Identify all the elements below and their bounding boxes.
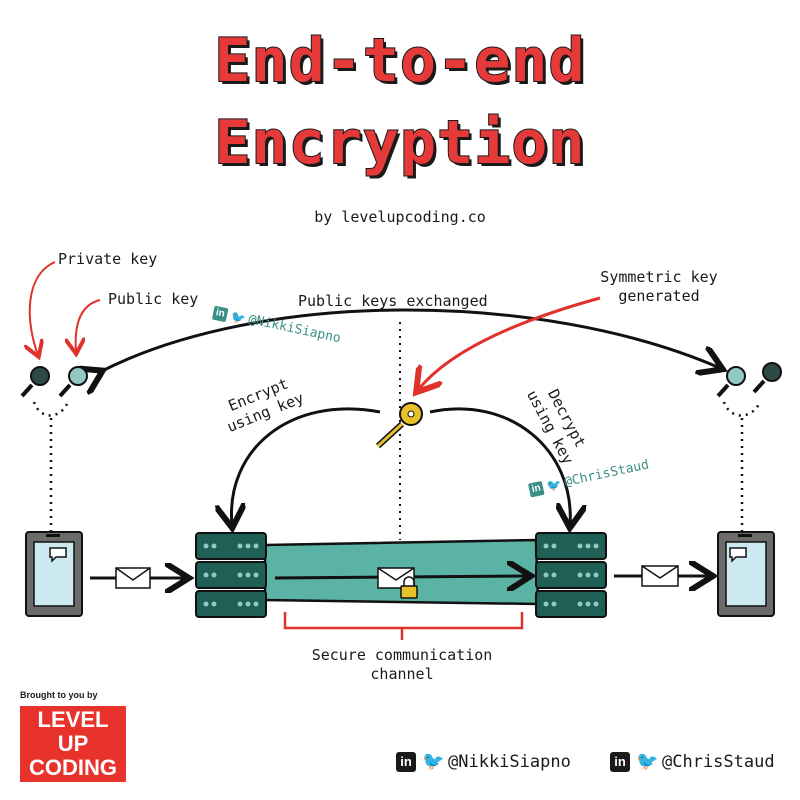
title-line-1: End-to-end	[213, 25, 586, 97]
twitter-icon: 🐦	[229, 308, 248, 326]
right-key-connector	[722, 401, 762, 535]
secure-channel-label-line1: Secure communication	[311, 646, 493, 664]
symmetric-key-pointer	[418, 296, 601, 390]
title-line-2: Encryption	[213, 107, 586, 179]
twitter-icon: 🐦	[636, 751, 659, 772]
public-key-icon-left	[58, 366, 88, 398]
encrypt-arc	[231, 407, 381, 525]
twitter-icon: 🐦	[422, 751, 445, 772]
private-key-icon-right	[752, 362, 782, 394]
server-icon-left	[195, 532, 267, 618]
decrypt-arc	[429, 407, 570, 525]
envelope-icon-right	[641, 565, 679, 587]
private-key-pointer	[30, 261, 56, 355]
level-up-coding-logo[interactable]: LEVEL UP CODING	[20, 706, 126, 782]
byline: by levelupcoding.co	[314, 208, 486, 226]
public-keys-exchanged-label: Public keys exchanged	[298, 292, 488, 310]
logo-line2: CODING	[29, 755, 117, 780]
chris-footer-handle-text: @ChrisStaud	[662, 752, 775, 772]
public-key-icon-right	[716, 366, 746, 398]
linkedin-icon: in	[211, 305, 229, 322]
nikki-footer-handle[interactable]: in 🐦 @NikkiSiapno	[396, 752, 571, 772]
twitter-icon: 🐦	[545, 476, 564, 494]
envelope-icon-center	[377, 567, 415, 589]
lock-icon	[400, 576, 418, 599]
linkedin-icon: in	[610, 752, 630, 772]
logo-line1: LEVEL UP	[37, 707, 109, 756]
symmetric-key-label-line2: generated	[618, 287, 700, 305]
phone-icon-right	[717, 531, 775, 617]
symmetric-key-icon	[375, 402, 423, 449]
phone-icon-left	[25, 531, 83, 617]
public-key-label: Public key	[108, 290, 199, 308]
symmetric-key-label-line1: Symmetric key	[600, 268, 718, 286]
chris-footer-handle[interactable]: in 🐦 @ChrisStaud	[610, 752, 775, 772]
envelope-icon-left	[115, 567, 151, 589]
public-keys-exchange-arc	[100, 308, 720, 372]
left-key-connector	[32, 401, 70, 535]
public-key-pointer	[76, 299, 101, 352]
linkedin-icon: in	[396, 752, 416, 772]
brought-to-you-label: Brought to you by	[20, 690, 98, 700]
linkedin-icon: in	[527, 480, 545, 498]
secure-channel-label-line2: channel	[370, 665, 434, 683]
secure-channel-label: Secure communication channel	[300, 646, 504, 684]
secure-channel-bracket	[283, 612, 524, 640]
private-key-label: Private key	[58, 250, 158, 268]
nikki-footer-handle-text: @NikkiSiapno	[448, 752, 571, 772]
server-icon-right	[535, 532, 607, 618]
private-key-icon-left	[20, 366, 50, 398]
symmetric-key-label: Symmetric key generated	[590, 268, 728, 306]
